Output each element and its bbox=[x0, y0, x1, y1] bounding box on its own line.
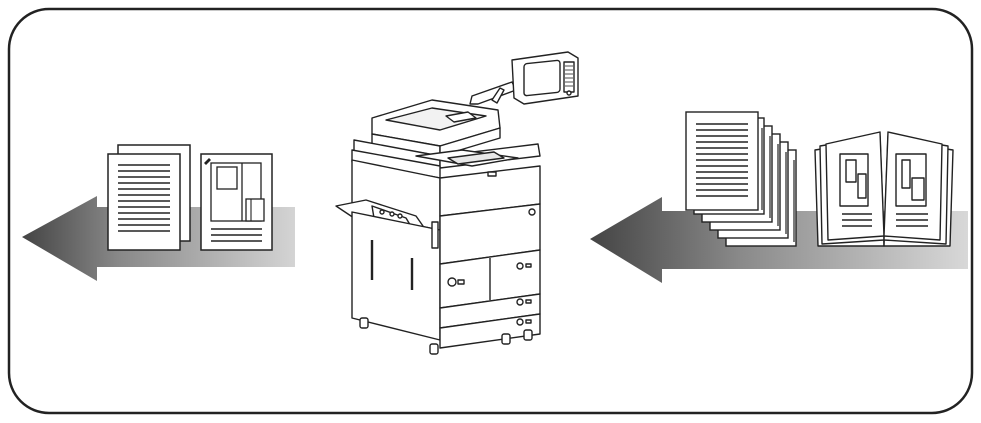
open-booklet-icon bbox=[814, 131, 954, 247]
document-feeder-icon bbox=[371, 99, 501, 157]
color-photo-document-icon bbox=[200, 153, 273, 251]
right-input-group bbox=[590, 111, 968, 283]
multi-page-document-stack-icon bbox=[685, 111, 797, 247]
multifunction-copier-icon bbox=[335, 51, 579, 355]
left-output-group bbox=[22, 144, 295, 281]
control-panel-icon bbox=[469, 51, 579, 105]
text-document-icon bbox=[107, 144, 191, 251]
caster-wheel-icon bbox=[359, 317, 533, 355]
